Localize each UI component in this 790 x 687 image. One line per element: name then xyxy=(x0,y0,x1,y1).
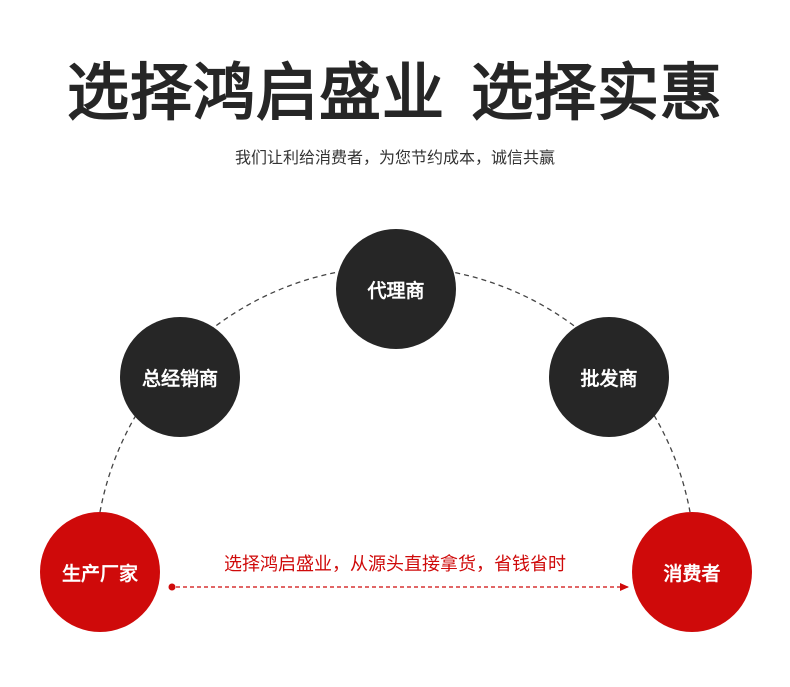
node-general-distributor: 总经销商 xyxy=(120,317,240,437)
direct-arrow-label: 选择鸿启盛业，从源头直接拿货，省钱省时 xyxy=(224,554,566,575)
page-title: 选择鸿启盛业选择实惠 xyxy=(0,48,790,138)
title-part-2: 选择实惠 xyxy=(471,56,724,129)
node-agent: 代理商 xyxy=(336,229,456,349)
node-consumer: 消费者 xyxy=(632,512,752,632)
page-subtitle: 我们让利给消费者，为您节约成本，诚信共赢 xyxy=(234,148,555,167)
arrow-start-dot xyxy=(168,583,176,591)
title-part-1: 选择鸿启盛业 xyxy=(66,56,445,129)
node-manufacturer: 生产厂家 xyxy=(40,512,160,632)
node-wholesaler: 批发商 xyxy=(549,317,669,437)
